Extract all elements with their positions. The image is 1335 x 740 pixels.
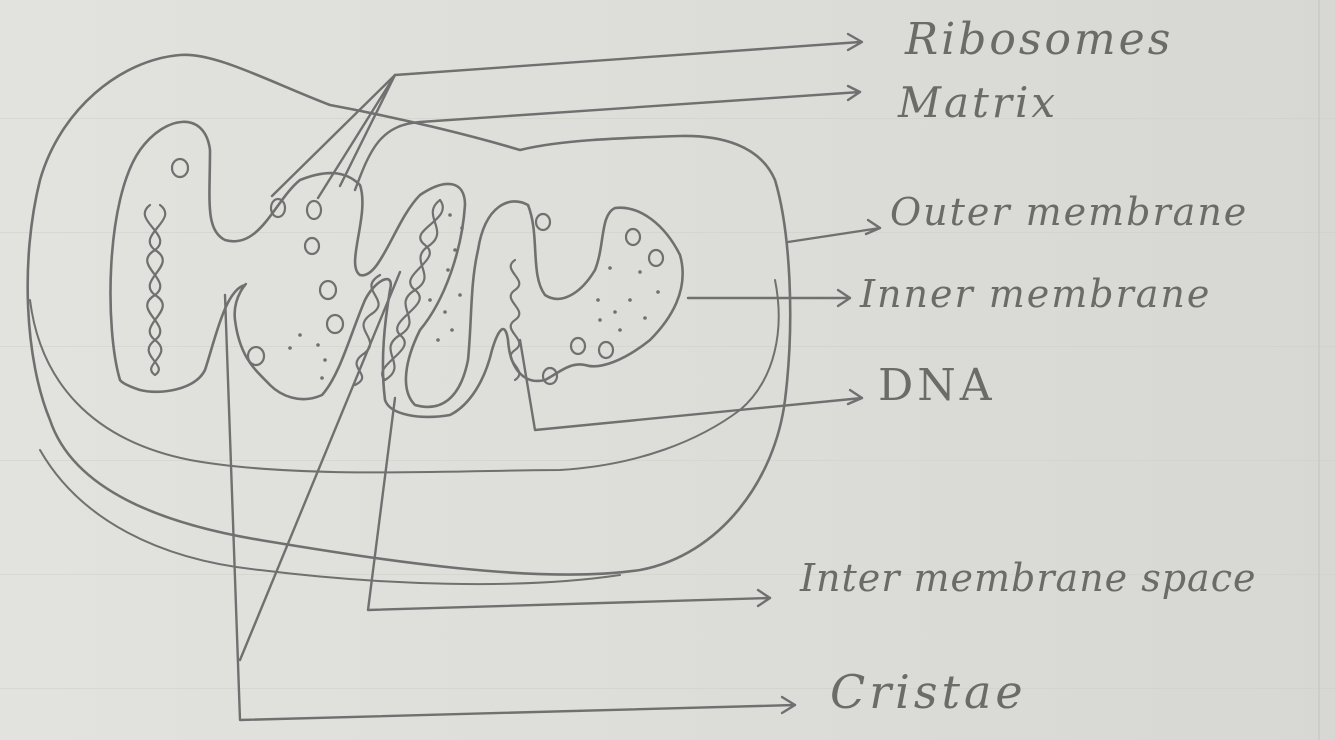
dna-helix-left-b — [150, 205, 166, 375]
leader-matrix — [355, 92, 860, 190]
label-dna: DNA — [878, 360, 996, 411]
leader-cristae-2 — [240, 272, 400, 660]
arrow-dna — [848, 390, 862, 404]
label-cristae: Cristae — [830, 665, 1027, 719]
label-ribosomes: Ribosomes — [905, 14, 1173, 65]
ribosome — [305, 238, 319, 254]
dna-helix-right — [511, 260, 520, 380]
dna-helix-left — [145, 205, 161, 375]
label-matrix: Matrix — [898, 78, 1058, 127]
ribosome — [248, 347, 264, 365]
ribosome — [172, 159, 188, 177]
ribosome — [571, 338, 585, 354]
arrow-outer — [866, 220, 880, 234]
ribosome — [599, 342, 613, 358]
label-outer-membrane: Outer membrane — [890, 190, 1248, 234]
label-intermembrane-space: Inter membrane space — [800, 556, 1256, 600]
ribosome — [536, 214, 550, 230]
ribosome — [307, 201, 321, 219]
ribosome — [626, 229, 640, 245]
outer-membrane-inner-edge — [30, 280, 779, 473]
leader-dna — [520, 340, 862, 430]
label-inner-membrane: Inner membrane — [860, 272, 1211, 316]
leader-ribosomes-3 — [340, 75, 395, 186]
ribosome — [320, 281, 336, 299]
inner-membrane-folds — [110, 122, 682, 417]
ribosome — [327, 315, 343, 333]
ribosome — [649, 250, 663, 266]
ribosome — [271, 199, 285, 217]
